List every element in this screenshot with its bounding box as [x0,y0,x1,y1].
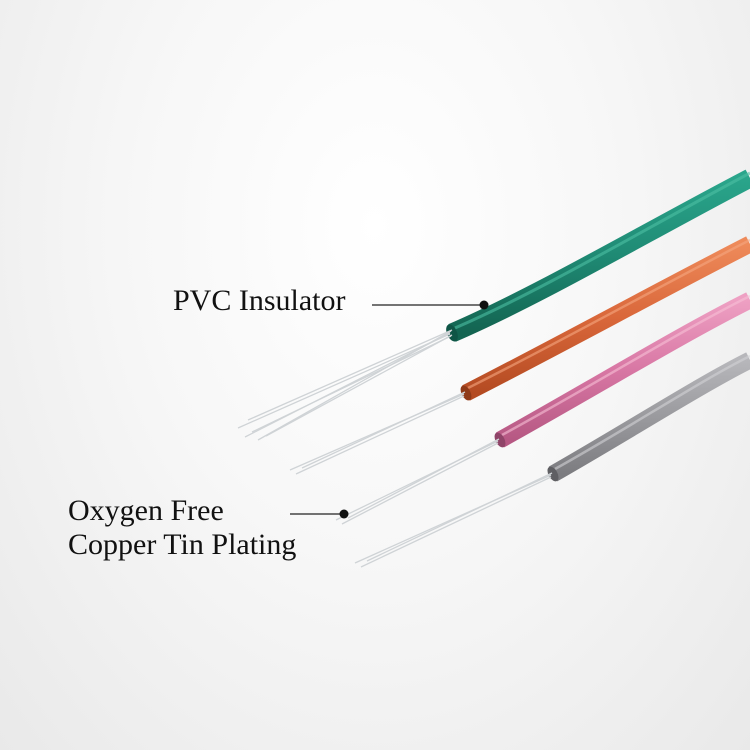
pink-wire [335,292,750,525]
copper-label-line-2: Copper Tin Plating [68,528,297,561]
green-wire [237,169,750,441]
orange-wire [289,236,750,475]
pvc-callout [372,300,489,310]
pvc-insulator-label: PVC Insulator [173,284,346,317]
gray-wire-strands [354,472,553,568]
green-wire-strands [237,329,453,441]
copper-plating-label: Oxygen Free Copper Tin Plating [68,494,296,562]
gray-wire [354,352,750,568]
copper-callout [290,509,349,519]
copper-label-line-1: Oxygen Free [68,494,224,527]
pink-wire-strands [335,438,500,525]
orange-wire-strands [289,391,466,475]
